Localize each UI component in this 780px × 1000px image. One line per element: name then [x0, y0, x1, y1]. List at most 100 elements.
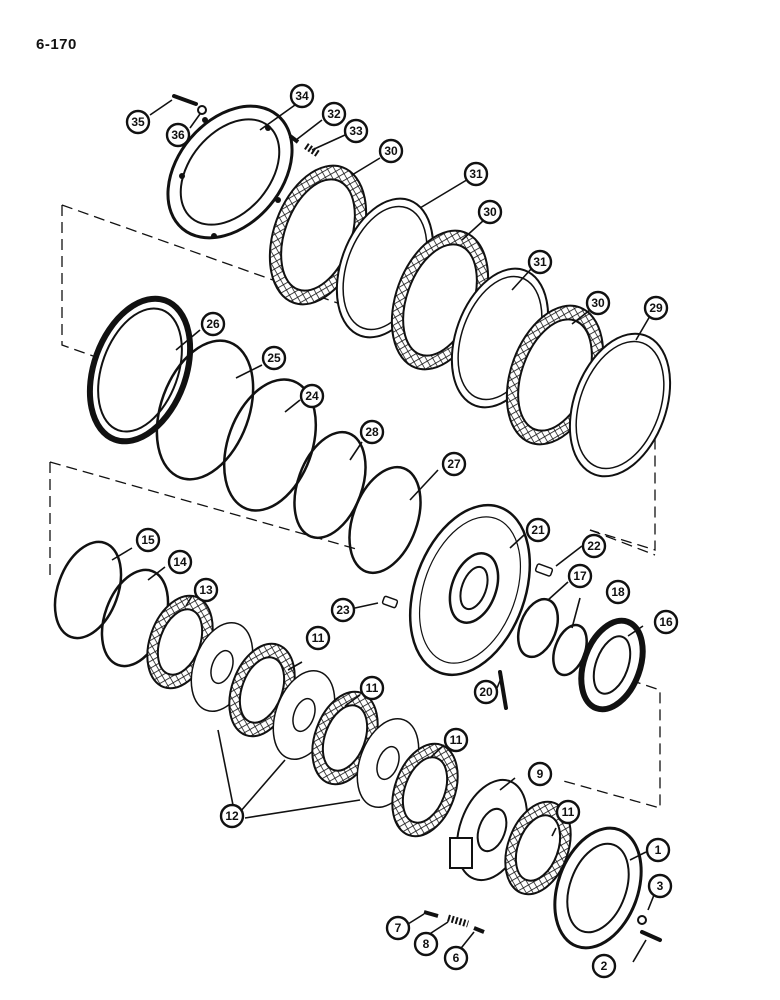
- callout-16: 16: [653, 609, 679, 635]
- callout-26: 26: [200, 311, 226, 337]
- bolt-2: [640, 930, 662, 942]
- callout-2: 2: [591, 953, 617, 979]
- callout-17: 17: [567, 563, 593, 589]
- seal-16: [578, 617, 646, 713]
- callout-30-b: 30: [477, 199, 503, 225]
- svg-text:9: 9: [537, 767, 544, 781]
- callout-31-b: 31: [527, 249, 553, 275]
- callout-30-c: 30: [585, 290, 611, 316]
- svg-text:33: 33: [349, 124, 363, 138]
- callout-32: 32: [321, 101, 347, 127]
- svg-text:2: 2: [601, 959, 608, 973]
- svg-text:12: 12: [225, 809, 239, 823]
- callout-29: 29: [643, 295, 669, 321]
- callout-7: 7: [385, 915, 411, 941]
- bolt-35: [172, 94, 198, 106]
- callout-20: 20: [473, 679, 499, 705]
- group-outline-lower: [49, 461, 661, 809]
- callout-18: 18: [605, 579, 631, 605]
- svg-text:34: 34: [295, 89, 309, 103]
- end-housing-1: [553, 826, 643, 950]
- svg-text:24: 24: [305, 389, 319, 403]
- callout-21: 21: [525, 517, 551, 543]
- svg-text:3: 3: [657, 879, 664, 893]
- callout-14: 14: [167, 549, 193, 575]
- svg-text:25: 25: [267, 351, 281, 365]
- callout-28: 28: [359, 419, 385, 445]
- svg-text:23: 23: [336, 603, 350, 617]
- o-ring-24: [222, 378, 318, 512]
- svg-text:18: 18: [611, 585, 625, 599]
- callout-8: 8: [413, 931, 439, 957]
- dowel-pin-22: [534, 563, 554, 577]
- svg-text:31: 31: [469, 167, 483, 181]
- callout-30-a: 30: [378, 138, 404, 164]
- svg-text:20: 20: [479, 685, 493, 699]
- svg-text:6: 6: [453, 951, 460, 965]
- svg-text:13: 13: [199, 583, 213, 597]
- callout-13: 13: [193, 577, 219, 603]
- callout-11-a: 11: [305, 625, 331, 651]
- callout-36: 36: [165, 122, 191, 148]
- svg-text:27: 27: [447, 457, 461, 471]
- seal-ring-15: [53, 540, 123, 640]
- svg-text:30: 30: [483, 205, 497, 219]
- svg-text:26: 26: [206, 317, 220, 331]
- washer-36: [197, 105, 207, 115]
- svg-text:15: 15: [141, 533, 155, 547]
- spring-8: [446, 914, 470, 928]
- callout-35: 35: [125, 109, 151, 135]
- svg-text:28: 28: [365, 425, 379, 439]
- svg-text:16: 16: [659, 615, 673, 629]
- callout-22: 22: [581, 533, 607, 559]
- dowel-pin-23: [381, 595, 399, 609]
- callout-23: 23: [330, 597, 356, 623]
- pressure-plate-29: [568, 332, 672, 478]
- svg-text:22: 22: [587, 539, 601, 553]
- callout-3: 3: [647, 873, 673, 899]
- svg-text:17: 17: [573, 569, 587, 583]
- svg-text:21: 21: [531, 523, 545, 537]
- svg-text:11: 11: [366, 681, 379, 695]
- washer-3: [637, 915, 647, 925]
- callout-25: 25: [261, 345, 287, 371]
- pin-7: [423, 910, 439, 918]
- svg-text:30: 30: [384, 144, 398, 158]
- callout-15: 15: [135, 527, 161, 553]
- pin-32: [288, 134, 300, 144]
- spring-33: [304, 143, 320, 157]
- svg-text:7: 7: [395, 921, 402, 935]
- svg-text:11: 11: [312, 631, 325, 645]
- callout-34: 34: [289, 83, 315, 109]
- callout-1: 1: [645, 837, 671, 863]
- callout-11-d: 11: [555, 799, 581, 825]
- callout-11-c: 11: [443, 727, 469, 753]
- callout-33: 33: [343, 118, 369, 144]
- callout-9: 9: [527, 761, 553, 787]
- svg-text:31: 31: [533, 255, 547, 269]
- svg-text:36: 36: [171, 128, 185, 142]
- callout-27: 27: [441, 451, 467, 477]
- callout-24: 24: [299, 383, 325, 409]
- clutch-housing-34: [166, 104, 294, 240]
- callout-31-a: 31: [463, 161, 489, 187]
- friction-disc-11c: [391, 742, 459, 838]
- svg-text:32: 32: [327, 107, 341, 121]
- o-ring-27: [348, 465, 422, 575]
- ball-6: [473, 926, 485, 934]
- svg-text:35: 35: [131, 115, 145, 129]
- svg-text:14: 14: [173, 555, 187, 569]
- callout-12: 12: [219, 803, 245, 829]
- page-number: 6-170: [36, 36, 77, 53]
- svg-text:1: 1: [655, 843, 662, 857]
- svg-text:11: 11: [562, 805, 575, 819]
- friction-disc-11d: [504, 800, 572, 896]
- seal-ring-25: [155, 339, 255, 481]
- callout-6: 6: [443, 945, 469, 971]
- leader-lines: [111, 99, 657, 963]
- svg-text:30: 30: [591, 296, 605, 310]
- svg-text:11: 11: [450, 733, 463, 747]
- svg-text:29: 29: [649, 301, 663, 315]
